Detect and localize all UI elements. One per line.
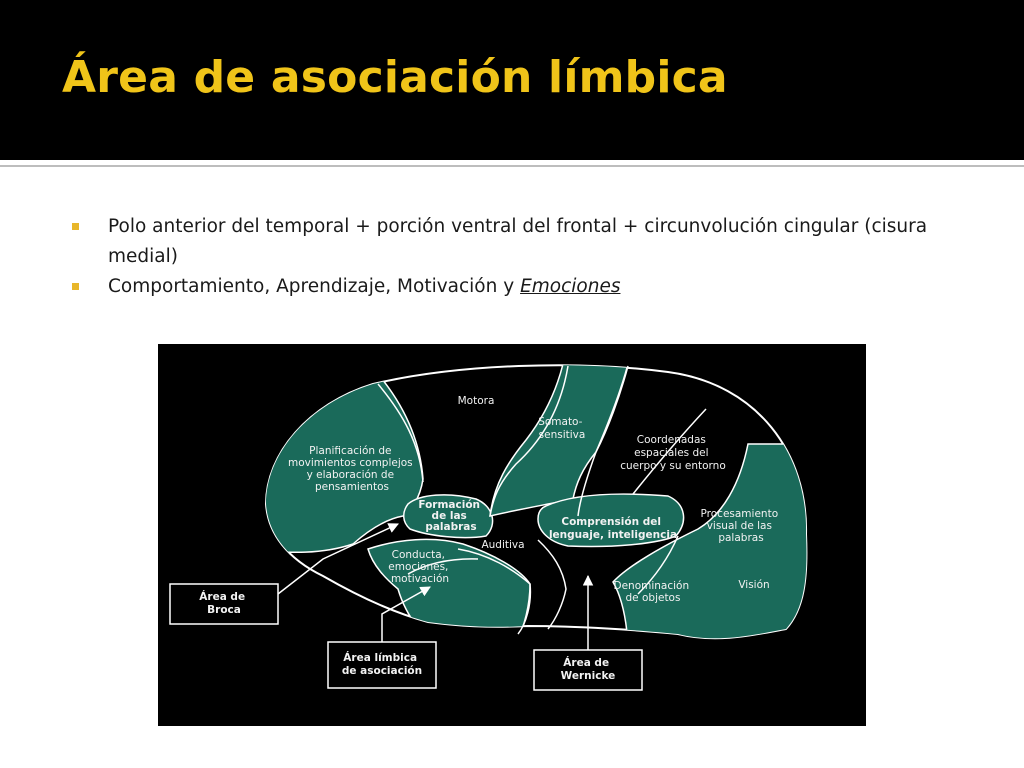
arrow-broca: [277, 523, 399, 595]
svg-text:Área límbica de asoc: Área límbica de asociación: [342, 651, 422, 677]
title-divider: [0, 165, 1024, 167]
brain-diagram: Motora Somato- sensitiva Coordenadas esp…: [158, 344, 866, 726]
label-motora: Motora: [458, 395, 495, 407]
bullet-square-icon: [72, 223, 79, 230]
callout-arrows: [277, 523, 594, 650]
region-comprension: [537, 493, 685, 548]
label-somatosensitiva: Somato- sensitiva: [538, 416, 586, 441]
bullet-square-icon: [72, 283, 79, 290]
region-boundaries: [377, 365, 707, 635]
brain-diagram-svg: Motora Somato- sensitiva Coordenadas esp…: [169, 364, 808, 691]
title-bar: Área de asociación límbica: [0, 0, 1024, 160]
bullet-text: Polo anterior del temporal + porción ven…: [108, 216, 928, 267]
svg-text:Área de Wernicke: Área de Wernicke: [561, 656, 616, 682]
label-formacion: Formación de las palabras: [418, 499, 483, 533]
region-occipital: [612, 443, 807, 639]
svg-text:Área de Broca: Área de Broca: [199, 590, 248, 616]
arrow-limbica: [381, 586, 431, 642]
label-auditiva: Auditiva: [481, 539, 524, 551]
bullet-text: Comportamiento, Aprendizaje, Motivación …: [108, 276, 521, 297]
label-comprension: Comprensión del lenguaje, inteligencia: [549, 516, 677, 541]
callout-wernicke: Área de Wernicke: [533, 649, 643, 691]
label-planificacion: Planificación de movimientos complejos y…: [288, 445, 416, 493]
region-formacion: [403, 494, 494, 539]
region-conducta: [367, 538, 531, 639]
bullet-item: Polo anterior del temporal + porción ven…: [72, 212, 972, 272]
label-coordenadas: Coordenadas espaciales del cuerpo y su e…: [620, 434, 726, 472]
label-conducta: Conducta, emociones, motivación: [388, 549, 452, 585]
callout-limbica: Área límbica de asociación: [327, 641, 437, 689]
bullet-item: Comportamiento, Aprendizaje, Motivación …: [72, 272, 972, 302]
callout-broca: Área de Broca: [169, 583, 279, 625]
label-vision: Visión: [738, 579, 769, 591]
bullet-list: Polo anterior del temporal + porción ven…: [72, 212, 972, 302]
region-somatosensitiva: [489, 365, 629, 517]
slide-title: Área de asociación límbica: [62, 52, 728, 103]
label-denominacion: Denominación de objetos: [614, 580, 693, 604]
label-procesamiento: Procesamiento visual de las palabras: [701, 508, 782, 544]
bullet-emphasis: Emociones: [520, 276, 621, 297]
